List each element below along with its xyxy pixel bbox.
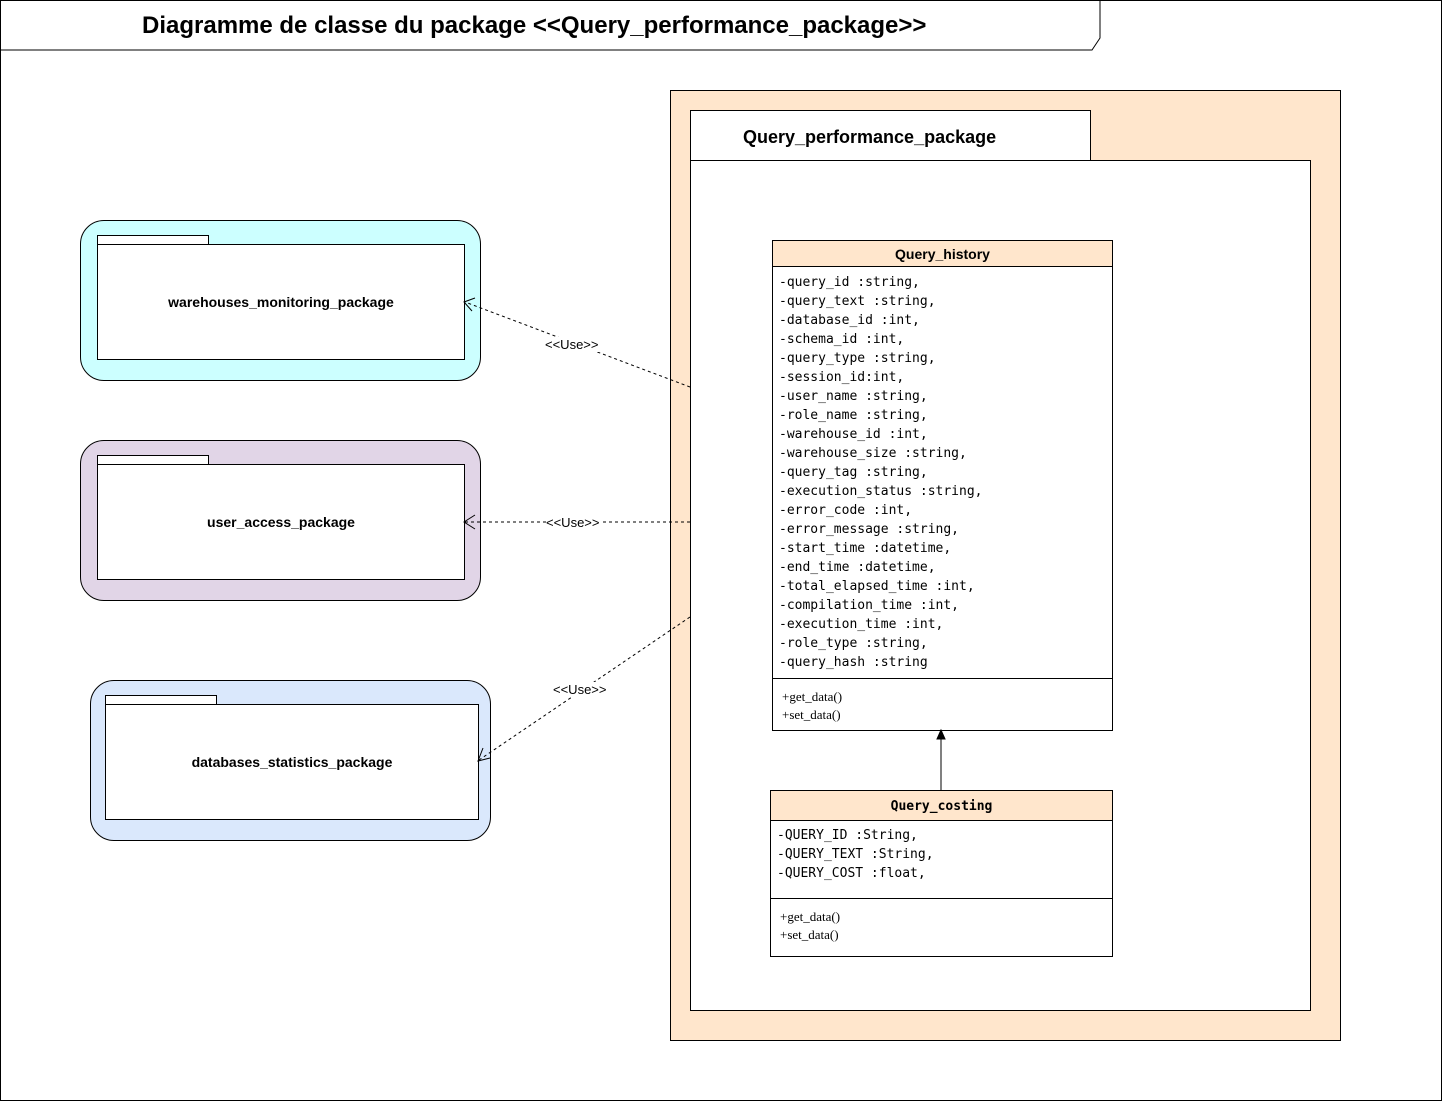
class-attribute: -compilation_time :int, [779, 598, 960, 613]
class-operations: +get_data() +set_data() [771, 898, 1112, 944]
class-attribute: -execution_status :string, [779, 484, 983, 499]
package-label: warehouses_monitoring_package [168, 294, 394, 310]
class-attribute: -end_time :datetime, [779, 560, 936, 575]
class-name: Query_history [773, 241, 1112, 267]
class-attributes: -QUERY_ID :String, -QUERY_TEXT :String, -Q… [771, 821, 1112, 898]
package-label: user_access_package [207, 514, 355, 530]
main-package-tab[interactable]: Query_performance_package [690, 110, 1091, 162]
inheritance-relation[interactable] [936, 728, 946, 790]
title-tab [0, 0, 1101, 51]
class-query-costing[interactable]: Query_costing -QUERY_ID :String, -QUERY_T… [770, 790, 1113, 957]
main-package-label: Query_performance_package [743, 127, 997, 147]
class-attributes: -query_id :string, -query_text :string, -d… [773, 267, 1112, 678]
class-attribute: -total_elapsed_time :int, [779, 579, 975, 594]
diagram-title: Diagramme de classe du package <<Query_p… [142, 12, 927, 39]
class-attribute: -query_id :string, [779, 275, 920, 290]
class-operation: +get_data() [780, 909, 841, 924]
class-operation: +set_data() [782, 707, 841, 722]
package-body: databases_statistics_package [105, 704, 479, 820]
class-attribute: -query_text :string, [779, 294, 936, 309]
class-attribute: -QUERY_TEXT :String, [777, 847, 934, 862]
class-attribute: -database_id :int, [779, 313, 920, 328]
package-label: databases_statistics_package [191, 754, 393, 770]
package-body: user_access_package [97, 464, 465, 580]
class-attribute: -query_type :string, [779, 351, 936, 366]
class-operations: +get_data() +set_data() [773, 678, 1112, 724]
use-label: <<Use>> [553, 682, 607, 697]
class-attribute: -start_time :datetime, [779, 541, 952, 556]
class-operation: +set_data() [780, 927, 839, 942]
class-attribute: -user_name :string, [779, 389, 928, 404]
package-tab [97, 235, 209, 245]
class-attribute: -error_code :int, [779, 503, 913, 518]
package-tab [97, 455, 209, 465]
class-operation: +get_data() [782, 689, 843, 704]
use-relation-user-access[interactable] [463, 514, 690, 530]
class-attribute: -execution_time :int, [779, 617, 944, 632]
use-label: <<Use>> [545, 337, 599, 352]
class-attribute: -role_name :string, [779, 408, 928, 423]
class-query-history[interactable]: Query_history -query_id :string, -query_t… [772, 240, 1113, 731]
package-tab [105, 695, 217, 705]
class-attribute: -role_type :string, [779, 636, 928, 651]
class-attribute: -query_tag :string, [779, 465, 928, 480]
package-body: warehouses_monitoring_package [97, 244, 465, 360]
class-attribute: -QUERY_COST :float, [777, 866, 926, 881]
class-attribute: -session_id:int, [779, 370, 905, 385]
class-attribute: -QUERY_ID :String, [777, 828, 918, 843]
class-attribute: -warehouse_size :string, [779, 446, 967, 461]
class-attribute: -error_message :string, [779, 522, 960, 537]
class-name: Query_costing [771, 791, 1112, 821]
class-attribute: -query_hash :string [779, 655, 928, 670]
class-attribute: -schema_id :int, [779, 332, 905, 347]
class-attribute: -warehouse_id :int, [779, 427, 928, 442]
use-label: <<Use>> [546, 515, 600, 530]
